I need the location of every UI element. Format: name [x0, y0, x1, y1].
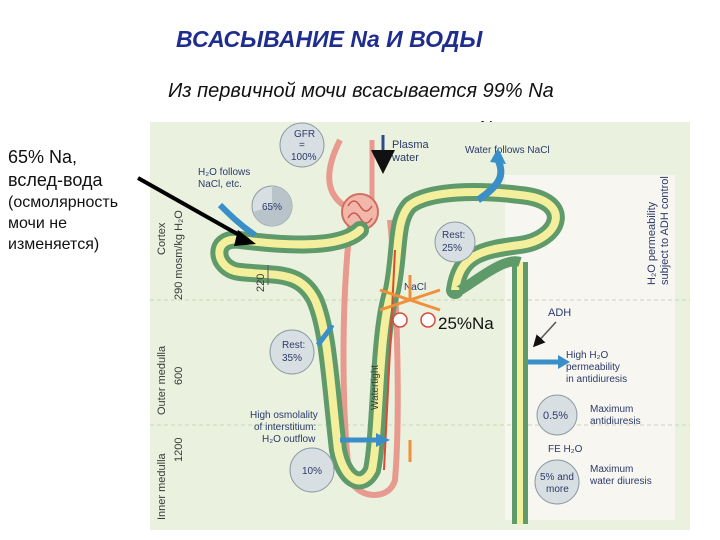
watertight-segment: [383, 249, 396, 471]
osmolality-cortex: 290 mosm/kg H₂O: [173, 210, 185, 300]
h2o-follows-label: NaCl, etc.: [198, 179, 242, 190]
water-reabsorption-arrowhead: [490, 148, 506, 164]
adh-arrow: [532, 321, 557, 348]
rest-35-value: 35%: [282, 353, 302, 364]
annotation-left-line: 65% Na,: [8, 147, 78, 167]
page-title: ВСАСЫВАНИЕ Na И ВОДЫ: [176, 26, 483, 52]
max-water-diuresis-label: water diuresis: [589, 476, 652, 487]
pie-5-label: 5% and: [540, 472, 574, 483]
max-antidiuresis-label: antidiuresis: [590, 416, 641, 427]
adh-label: ADH: [548, 307, 571, 319]
rest-25-label: Rest:: [442, 230, 465, 241]
pump-circle: [392, 312, 408, 328]
nacl-arrows: [379, 275, 441, 312]
pie-5-more: more: [546, 484, 569, 495]
gfr-value: 100%: [291, 152, 317, 163]
medullary-water-arrowhead: [376, 433, 390, 447]
high-permeability-label: in antidiuresis: [566, 374, 627, 385]
pie-10: [289, 447, 335, 493]
h2o-permeability-label: H₂O permeability: [646, 201, 658, 285]
pie-0-5-label: 0.5%: [543, 410, 568, 422]
plasma-water-label: Plasma: [392, 139, 430, 151]
rest-35-label: Rest:: [282, 340, 305, 351]
annotation-left: 65% Na, вслед-вода (осмолярность мочи не…: [8, 146, 118, 255]
subtitle: Из первичной мочи всасывается 99% Na: [168, 80, 554, 102]
fe-h2o-label: FE H₂O: [548, 444, 583, 455]
proximal-water-arrow: [217, 202, 257, 238]
max-water-diuresis-label: Maximum: [590, 464, 633, 475]
connecting-tubule: [450, 256, 522, 297]
rest-25-value: 25%: [442, 243, 462, 254]
max-antidiuresis-label: Maximum: [590, 404, 633, 415]
high-osmolality-label: High osmolality: [250, 410, 318, 421]
pie-5: [534, 459, 580, 505]
h2o-permeability-label: subject to ADH control: [659, 176, 671, 285]
collecting-duct-lumen: [517, 262, 523, 524]
pie-65-slice: [253, 185, 293, 226]
watertight-label: Watertight: [370, 365, 381, 410]
gfr-label: GFR: [294, 129, 315, 140]
descending-water-arrow: [315, 323, 335, 347]
zone-label-outer-medulla: Outer medulla: [156, 345, 168, 415]
annotation-left-line: (осмолярность: [8, 194, 119, 211]
pointer-arrow: [137, 176, 249, 242]
gfr-pie: [279, 122, 325, 168]
plasma-water-label: water: [391, 152, 419, 164]
high-permeability-label: High H₂O: [566, 350, 608, 361]
annotation-left-line: мочи не: [8, 215, 67, 232]
annotation-left-line: изменяется): [8, 236, 100, 253]
pie-10-label: 10%: [302, 466, 322, 477]
annotation-25-percent: 25%Na: [438, 314, 494, 333]
annotation-left-line: вслед-вода: [8, 170, 103, 190]
nacl-label: NaCl: [404, 282, 426, 293]
osmolality-220: 220: [255, 274, 267, 292]
pie-rest-25: [434, 221, 476, 263]
high-permeability-label: permeability: [566, 362, 620, 373]
zone-label-cortex: Cortex: [156, 222, 168, 255]
high-osmolality-label: H₂O outflow: [262, 434, 316, 445]
pie-0-5: [536, 394, 578, 436]
pointer-arrowhead: [234, 230, 256, 246]
nephron-tubule: [210, 183, 565, 490]
pump-circle: [420, 312, 436, 328]
gfr-equals: =: [299, 140, 305, 151]
h2o-follows-label: H₂O follows: [198, 167, 250, 178]
zone-label-inner-medulla: Inner medulla: [156, 452, 168, 520]
pie-65-label: 65%: [262, 202, 282, 213]
water-follows-nacl-label: Water follows NaCl: [465, 145, 550, 156]
high-osmolality-label: of interstitium:: [254, 422, 316, 433]
water-reabsorption-arrow: [476, 158, 505, 203]
collecting-water-arrowhead: [558, 355, 570, 369]
osmolality-inner: 1200: [173, 438, 185, 462]
glomerulus-capillaries: [347, 200, 373, 224]
osmolality-outer: 600: [173, 367, 185, 385]
pie-rest-35: [269, 329, 315, 375]
